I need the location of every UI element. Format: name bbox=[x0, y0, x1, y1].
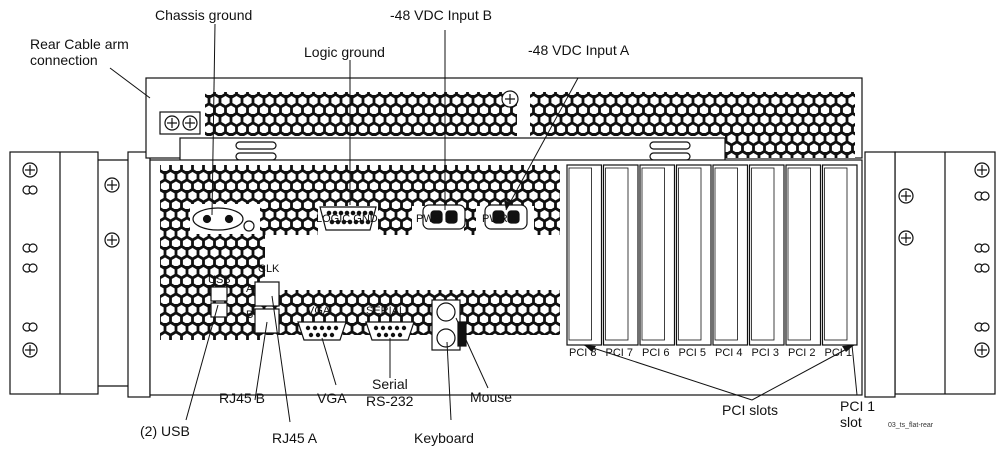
ground-and-power-connectors bbox=[192, 204, 528, 232]
panel-screw-icon bbox=[898, 188, 914, 204]
pci-slot-cover: PCI 3 bbox=[748, 164, 785, 359]
callout-leader-lines bbox=[109, 23, 858, 423]
ear-hole-icon bbox=[22, 243, 38, 253]
ear-screw-icon bbox=[974, 162, 990, 178]
callout-vga: VGA bbox=[317, 390, 347, 406]
ear-hole-icon bbox=[22, 185, 38, 195]
panel-label-logic-gnd: LOGIC GND bbox=[316, 213, 378, 225]
callout-vdc-input-b: -48 VDC Input B bbox=[390, 7, 492, 23]
panel-screws bbox=[104, 177, 914, 248]
panel-screw-icon bbox=[898, 230, 914, 246]
callout-rj45-b: RJ45 B bbox=[219, 390, 265, 406]
callout-rj45-a: RJ45 A bbox=[272, 430, 318, 446]
pci-slot-cover: PCI 4 bbox=[712, 164, 749, 359]
ear-hole-icon bbox=[974, 191, 990, 201]
pci-slot-cover: PCI 7 bbox=[602, 164, 639, 359]
callout-pci-slots: PCI slots bbox=[722, 402, 779, 418]
leader-arrowheads bbox=[504, 200, 854, 352]
panel-label-port-b: B bbox=[246, 309, 253, 321]
ear-hole-icon bbox=[974, 243, 990, 253]
pci-slot-label: PCI 7 bbox=[606, 347, 634, 359]
right-rack-ear bbox=[864, 151, 996, 398]
pci-slot-label: PCI 8 bbox=[569, 347, 597, 359]
panel-labels: LOGIC GND PWR B PWR A USB CLK A B VGA SE… bbox=[208, 213, 518, 321]
callout-pci1-line1: PCI 1 bbox=[840, 398, 876, 414]
callout-vdc-input-a: -48 VDC Input A bbox=[528, 42, 630, 58]
callout-chassis-ground: Chassis ground bbox=[155, 7, 253, 23]
figure-id: 03_ts_flat-rear bbox=[888, 422, 934, 429]
pci-slot-cover: PCI 8 bbox=[566, 164, 603, 359]
panel-label-port-a: A bbox=[246, 283, 254, 295]
callout-pci1-line2: slot bbox=[840, 414, 862, 430]
ear-screw-icon bbox=[22, 342, 38, 358]
pci-slot-label: PCI 4 bbox=[715, 347, 743, 359]
panel-screw-icon bbox=[104, 177, 120, 193]
pci-slot-cover: PCI 2 bbox=[785, 164, 822, 359]
io-connectors bbox=[210, 281, 467, 351]
pci-slot-cover: PCI 1 bbox=[821, 164, 858, 359]
callout-mouse: Mouse bbox=[470, 389, 513, 405]
panel-label-clk: CLK bbox=[258, 263, 280, 275]
pci-slot-cover: PCI 5 bbox=[675, 164, 712, 359]
callout-usb: (2) USB bbox=[140, 423, 190, 439]
panel-label-usb: USB bbox=[208, 274, 231, 286]
ear-hole-icon bbox=[974, 322, 990, 332]
panel-label-pwr-a: PWR A bbox=[482, 213, 518, 225]
ear-hole-icon bbox=[974, 263, 990, 273]
ear-hole-icon bbox=[22, 322, 38, 332]
callout-keyboard: Keyboard bbox=[414, 430, 474, 446]
panel-label-pwr-b: PWR B bbox=[416, 213, 452, 225]
panel-label-serial: SERIAL bbox=[366, 305, 405, 317]
rack-ear-screws bbox=[22, 162, 990, 358]
callout-rear-cable-arm: Rear Cable arm connection bbox=[30, 36, 129, 68]
pci-slot-label: PCI 2 bbox=[788, 347, 816, 359]
callout-serial-line2: RS-232 bbox=[366, 393, 414, 409]
pci-slot-label: PCI 3 bbox=[752, 347, 780, 359]
ear-screw-icon bbox=[22, 162, 38, 178]
pci-slot-cover: PCI 6 bbox=[639, 164, 676, 359]
panel-screw-icon bbox=[104, 232, 120, 248]
panel-label-vga: VGA bbox=[307, 305, 331, 317]
callout-logic-ground: Logic ground bbox=[304, 44, 385, 60]
pci-slot-label: PCI 6 bbox=[642, 347, 670, 359]
ear-hole-icon bbox=[22, 263, 38, 273]
pci-slot-covers: PCI 8 PCI 7 PCI 6 PCI 5 PCI 4 PCI 3 PCI 2 PCI 1 bbox=[566, 164, 858, 359]
top-hood bbox=[145, 77, 863, 159]
callout-serial-line1: Serial bbox=[372, 376, 408, 392]
pci-slot-label: PCI 5 bbox=[679, 347, 707, 359]
ear-screw-icon bbox=[974, 342, 990, 358]
